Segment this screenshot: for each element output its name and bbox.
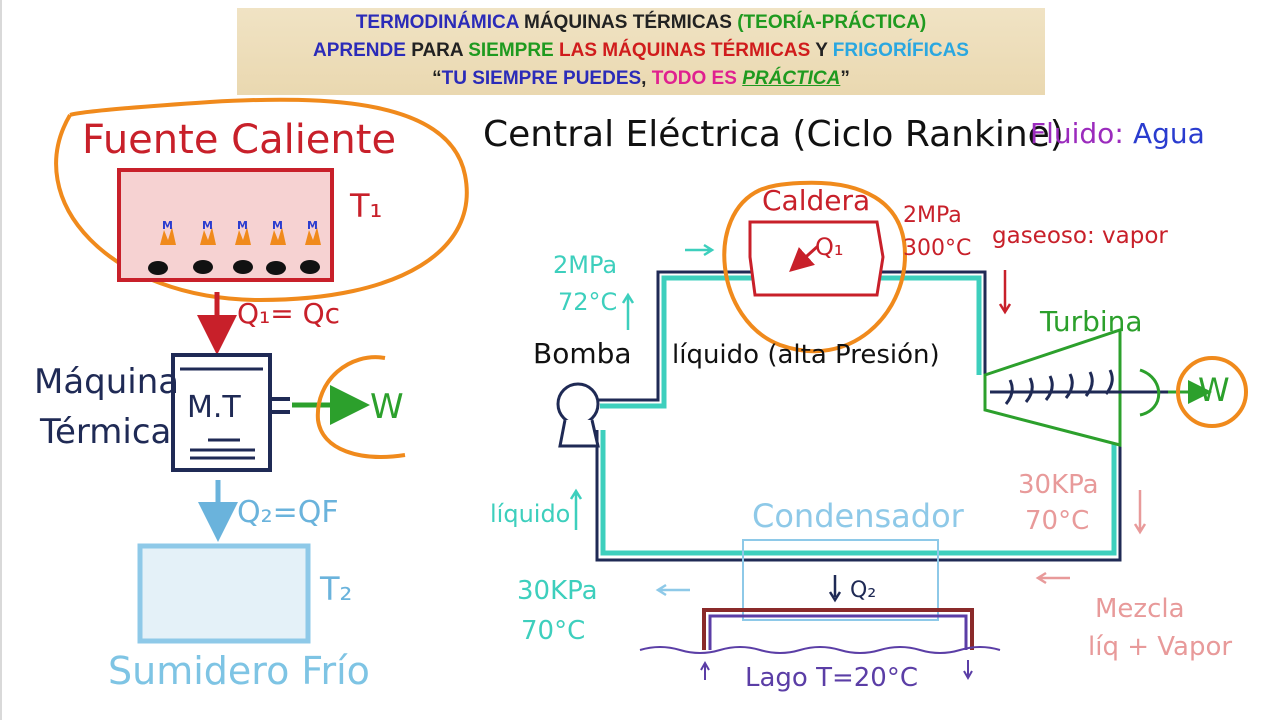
q2-label: Q₂=QF xyxy=(237,495,339,530)
pump-circle xyxy=(556,382,600,426)
mixture-label-line-1: Mezcla xyxy=(1095,594,1185,624)
flow-arrow-turbine-out xyxy=(1133,490,1147,535)
banner-line-3: “TU SIEMPRE PUEDES, TODO ES PRÁCTICA” xyxy=(237,65,1045,93)
gas-state-label: gaseoso: vapor xyxy=(992,223,1168,249)
svg-text:M: M xyxy=(272,219,283,232)
hot-source-highlight-ellipse xyxy=(54,97,469,303)
liquid-label: líquido xyxy=(490,500,571,528)
machine-label-line-1: Máquina xyxy=(34,362,180,402)
cold-sink-box xyxy=(137,543,311,644)
machine-box-label: M.T xyxy=(187,390,241,425)
coal-icons xyxy=(148,260,320,275)
pump-in-temperature: 70°C xyxy=(521,616,586,646)
diagram-title: Central Eléctrica (Ciclo Rankine) xyxy=(483,114,1064,155)
pump-in-pressure: 30KPa xyxy=(517,576,598,606)
condenser-heat-label: Q₂ xyxy=(850,578,877,603)
banner-segment: MÁQUINAS TÉRMICAS xyxy=(524,12,738,33)
svg-text:M: M xyxy=(237,219,248,232)
banner-segment: TERMODINÁMICA xyxy=(355,12,524,33)
svg-text:M: M xyxy=(307,219,318,232)
banner-segment: PARA xyxy=(411,40,469,61)
banner-line-1: TERMODINÁMICA MÁQUINAS TÉRMICAS (TEORÍA-… xyxy=(237,9,1045,37)
title-banner: TERMODINÁMICA MÁQUINAS TÉRMICAS (TEORÍA-… xyxy=(237,8,1045,95)
turbine-out-temperature: 70°C xyxy=(1025,506,1090,536)
hot-source-label: Fuente Caliente xyxy=(82,117,397,163)
boiler-highlight-circle xyxy=(722,180,908,353)
condenser-box xyxy=(742,539,939,621)
pump-out-temperature: 72°C xyxy=(558,288,618,316)
cold-sink-label: Sumidero Frío xyxy=(108,649,370,693)
boiler-label: Caldera xyxy=(762,184,871,217)
banner-segment: , xyxy=(641,68,652,89)
window-edge xyxy=(0,0,2,720)
q1-label: Q₁= Qc xyxy=(237,297,341,330)
banner-segment: APRENDE xyxy=(313,40,412,61)
banner-segment: ” xyxy=(840,68,850,89)
svg-text:M: M xyxy=(162,219,173,232)
machine-label-line-2: Térmica xyxy=(40,412,172,452)
boiler-pressure: 2MPa xyxy=(903,203,962,228)
banner-segment: Y xyxy=(815,40,833,61)
turbine-work-circle xyxy=(1176,356,1248,428)
boiler-temperature: 300°C xyxy=(903,236,972,261)
banner-segment: SIEMPRE xyxy=(468,40,560,61)
banner-segment: PRÁCTICA xyxy=(742,68,841,89)
lake-surface xyxy=(639,646,1001,654)
flow-arrow-top xyxy=(685,243,715,257)
banner-segment: TU SIEMPRE PUEDES xyxy=(441,68,642,89)
fluid-value: Agua xyxy=(1133,117,1205,150)
cycle-loop-pipe xyxy=(594,270,987,402)
work-highlight-circle xyxy=(315,355,406,459)
banner-line-2: APRENDE PARA SIEMPRE LAS MÁQUINAS TÉRMIC… xyxy=(237,37,1045,65)
flame-icons: M M M M M xyxy=(160,219,321,245)
svg-text:M: M xyxy=(202,219,213,232)
banner-segment: TODO ES xyxy=(651,68,743,89)
mixture-label-line-2: líq + Vapor xyxy=(1088,632,1233,662)
pump-out-pressure: 2MPa xyxy=(553,251,618,279)
flow-arrow-pump-out xyxy=(621,292,635,330)
banner-segment: “ xyxy=(432,68,442,89)
turbine-label: Turbina xyxy=(1040,305,1143,338)
turbine-out-pressure: 30KPa xyxy=(1018,470,1099,500)
lake-cooling-pipe xyxy=(702,608,974,650)
banner-segment: (TEORÍA-PRÁCTICA) xyxy=(737,12,927,33)
pump-label: Bomba xyxy=(533,337,632,370)
work-label: W xyxy=(370,387,404,427)
lake-label: Lago T=20°C xyxy=(745,663,918,693)
t2-label: T₂ xyxy=(320,570,353,608)
flow-arrow-condenser xyxy=(655,583,690,597)
fluid-label: Fluido: xyxy=(1030,117,1124,150)
flow-arrow-liquid xyxy=(569,488,583,530)
boiler-heat-label: Q₁ xyxy=(815,233,844,261)
banner-segment: LAS MÁQUINAS TÉRMICAS xyxy=(559,40,816,61)
boiler-box xyxy=(748,220,885,297)
liquid-high-pressure-label: líquido (alta Presión) xyxy=(672,340,940,370)
flow-arrow-mixture xyxy=(1035,571,1070,585)
condenser-label: Condensador xyxy=(752,497,964,535)
banner-segment: FRIGORÍFICAS xyxy=(832,40,969,61)
turbine-work-label: W xyxy=(1198,371,1230,409)
t1-label: T₁ xyxy=(350,187,383,225)
